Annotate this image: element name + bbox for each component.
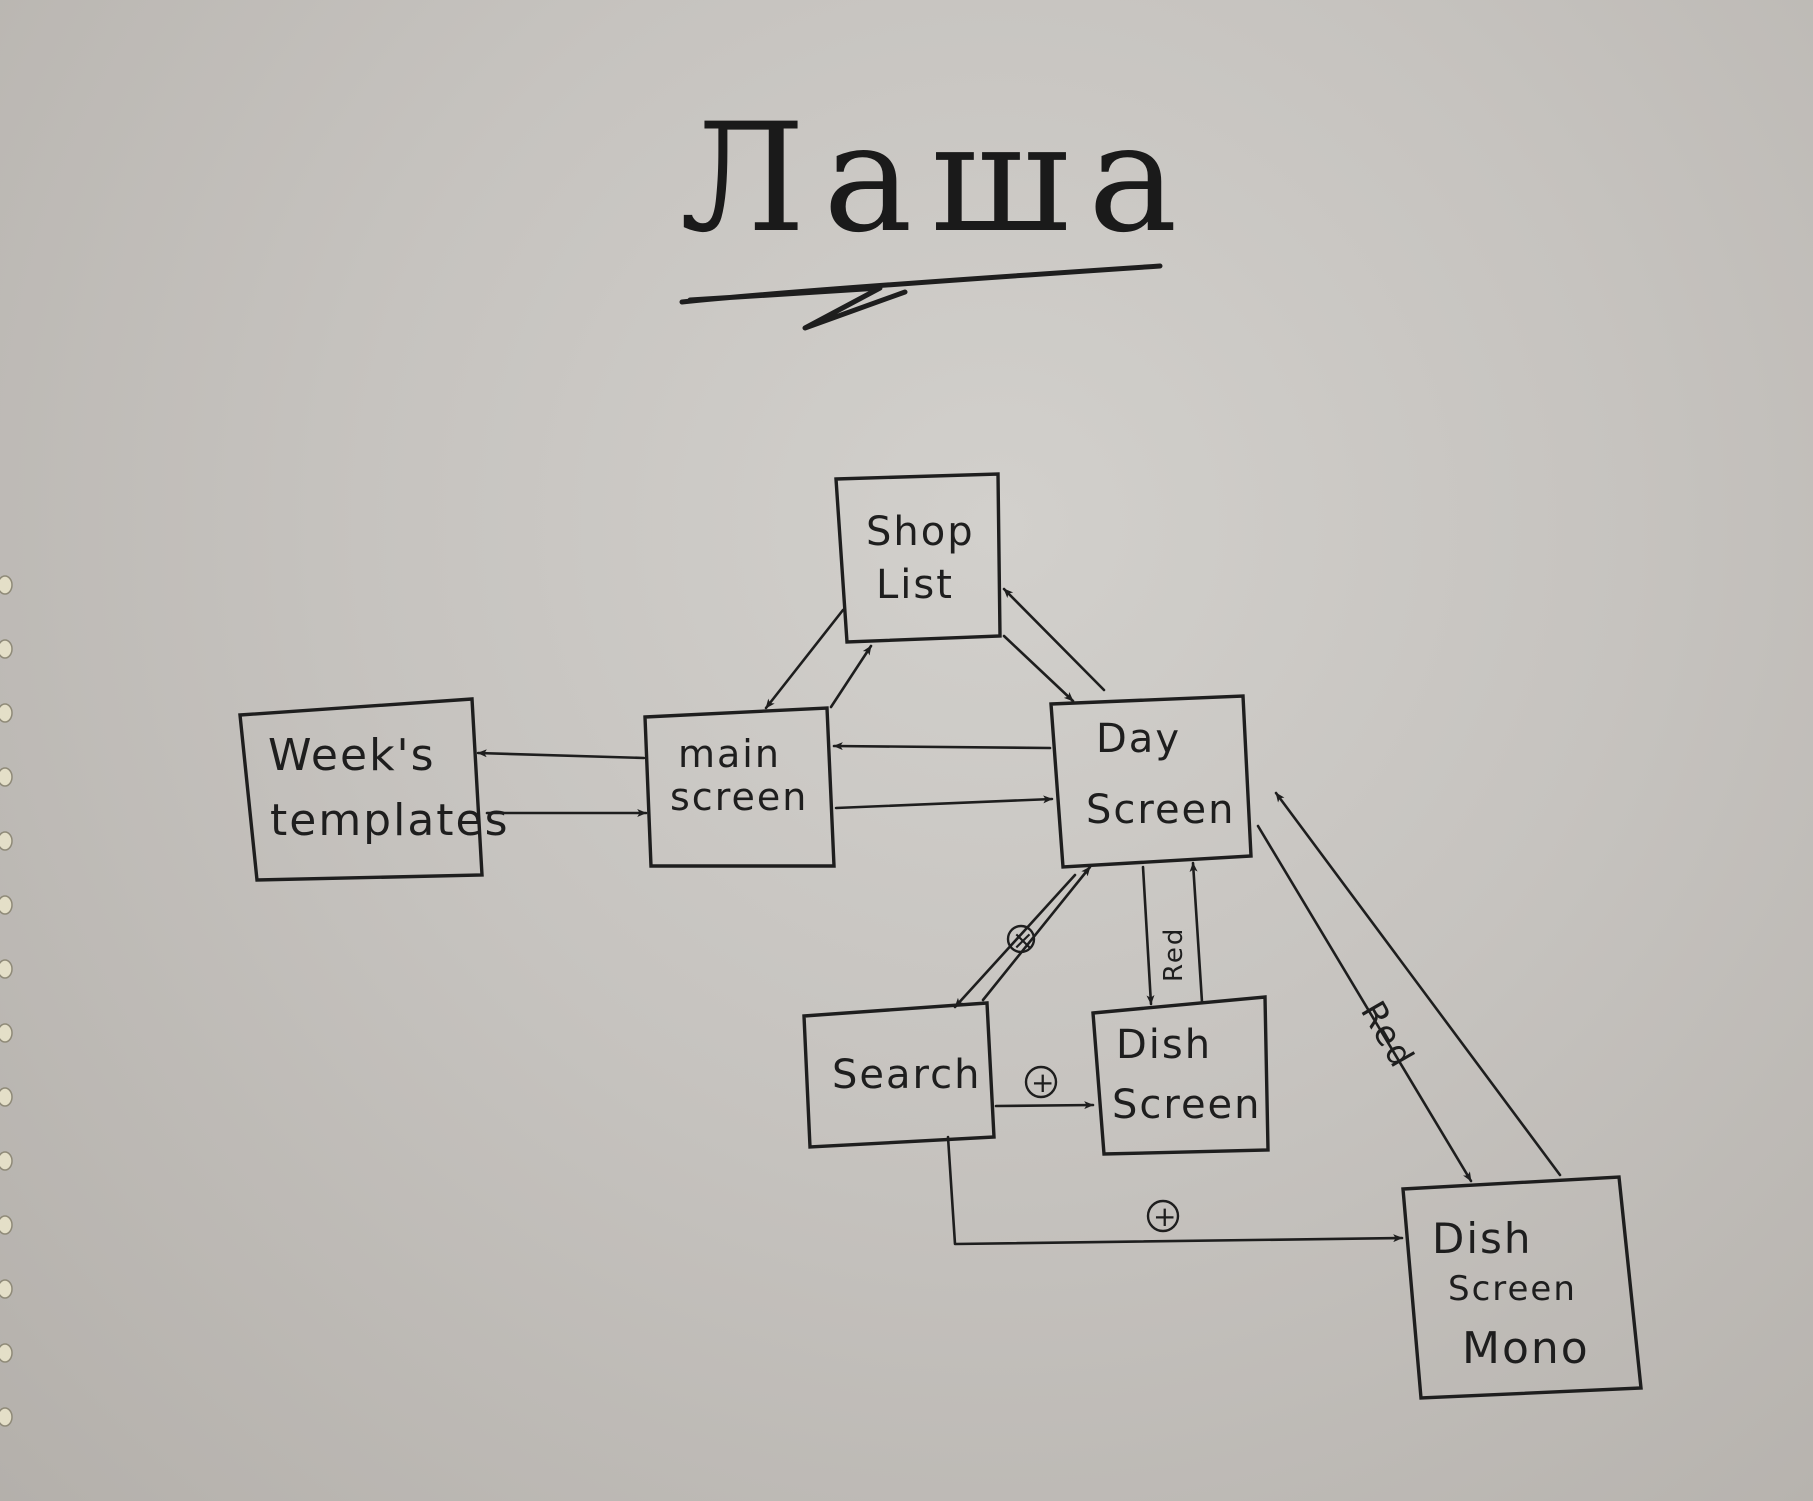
edge-label-mono-red: Red [1352, 995, 1422, 1076]
binding-ring [0, 767, 13, 787]
node-label-line: List [876, 562, 954, 608]
arrow-main-to-weeks [476, 749, 646, 760]
binding-ring [0, 959, 13, 979]
binding-ring [0, 703, 13, 723]
node-label-line: main [678, 732, 781, 776]
arrow-search-to-day [981, 865, 1092, 1002]
node-label-line: screen [670, 775, 808, 819]
node-day-screen: Day Screen [1049, 694, 1253, 869]
arrow-search-to-mono [946, 1135, 1404, 1246]
binding-ring [0, 1151, 13, 1171]
binding-ring [0, 1407, 13, 1427]
binding-ring [0, 575, 13, 595]
edge-label-search-dish-plus: + [1031, 1066, 1056, 1099]
arrow-mono-to-day [1274, 791, 1562, 1177]
arrow-day-to-mono [1256, 824, 1473, 1183]
node-label-line: Screen [1112, 1082, 1262, 1128]
arrow-main-to-day [834, 795, 1054, 810]
binding-ring [0, 895, 13, 915]
node-label-line: Dish [1432, 1214, 1533, 1263]
node-dish-screen-mono: Dish Screen Mono [1401, 1175, 1643, 1400]
arrow-day-to-shop [1002, 587, 1106, 692]
binding-ring [0, 1343, 13, 1363]
node-dish-screen: Dish Screen [1091, 995, 1270, 1156]
binding-ring [0, 639, 13, 659]
arrow-day-to-search [953, 873, 1077, 1009]
binding-ring [0, 1087, 13, 1107]
arrow-day-to-dish [1141, 865, 1155, 1006]
arrow-shop-to-day [1002, 634, 1075, 703]
edge-label-day-dish-red: Red [1159, 927, 1189, 982]
arrow-day-to-main [832, 742, 1052, 751]
binding-ring [0, 1215, 13, 1235]
node-label-line: Search [832, 1052, 981, 1098]
node-label-line: Mono [1462, 1323, 1590, 1374]
node-shop-list: Shop List [834, 472, 1002, 644]
node-label-line: Screen [1448, 1269, 1577, 1309]
edge-label-circle [1146, 1199, 1180, 1233]
arrow-shop-to-main [764, 608, 845, 710]
node-main-screen: main screen [643, 706, 836, 868]
title-group: Лашa [679, 92, 1195, 331]
binding-rings [0, 575, 13, 1427]
node-weeks-templates: Week's templates [238, 697, 510, 882]
page-title: Лашa [680, 92, 1195, 266]
edge-label-search-mono-plus: + [1153, 1200, 1178, 1233]
node-label-line: Week's [268, 730, 436, 781]
arrow-dish-to-day [1189, 861, 1204, 1004]
edge-label-search-day: × [1012, 926, 1036, 956]
edge-labels: × Red Red + + [1006, 924, 1422, 1233]
edges [476, 587, 1562, 1246]
node-search: Search [802, 1001, 996, 1149]
edge-label-circle [1024, 1065, 1058, 1099]
node-label-line: Dish [1116, 1022, 1212, 1068]
arrow-main-to-shop [829, 644, 873, 709]
node-label-line: Day [1096, 716, 1181, 762]
node-label-line: templates [270, 795, 510, 846]
node-label-line: Shop [866, 509, 975, 555]
edge-label-circle [1006, 924, 1036, 954]
title-underline [679, 263, 1163, 331]
binding-ring [0, 1279, 13, 1299]
arrow-search-to-dish [994, 1101, 1095, 1110]
binding-ring [0, 831, 13, 851]
node-label-line: Screen [1086, 787, 1236, 833]
binding-ring [0, 1023, 13, 1043]
